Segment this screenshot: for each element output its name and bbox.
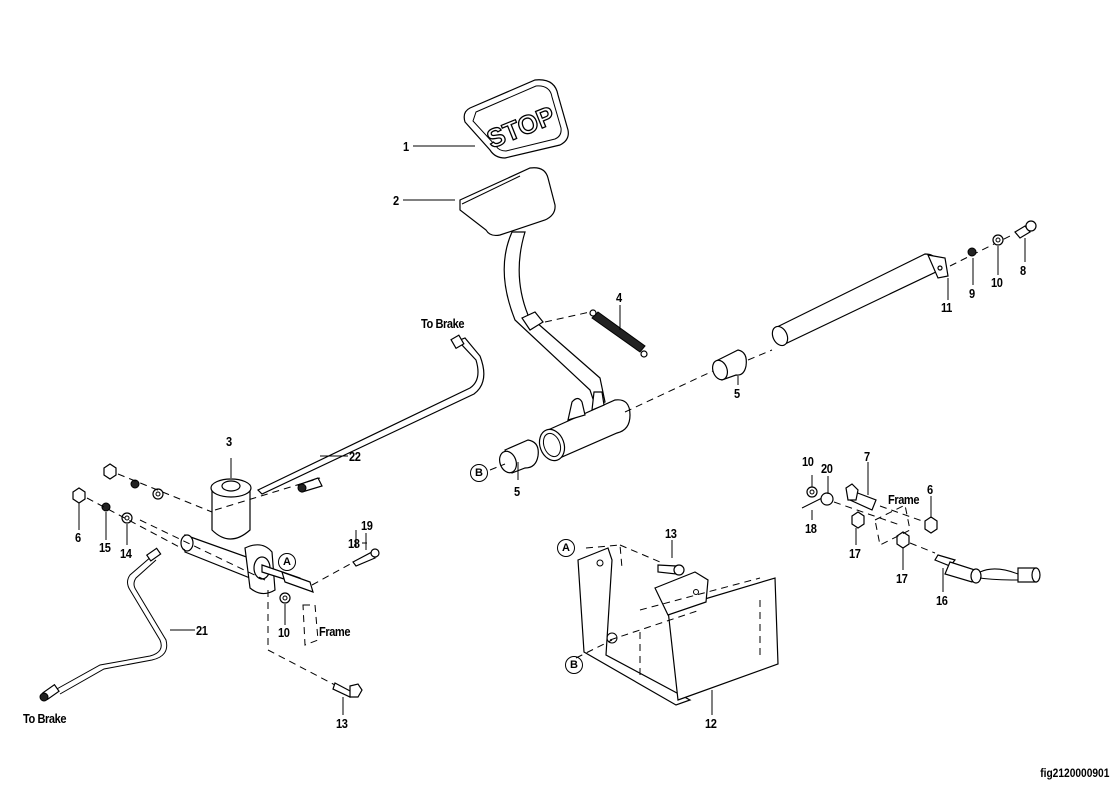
callout-1: 1 bbox=[403, 139, 409, 154]
master-cylinder bbox=[180, 478, 314, 595]
callout-3: 3 bbox=[226, 434, 232, 449]
bolt-8 bbox=[1014, 220, 1037, 239]
callout-15: 15 bbox=[99, 540, 111, 555]
callout-8: 8 bbox=[1020, 263, 1026, 278]
nut-6-right bbox=[924, 516, 938, 534]
bushing-left bbox=[498, 439, 539, 474]
pedal-pivot-tube bbox=[538, 391, 631, 462]
callout-7: 7 bbox=[864, 449, 870, 464]
nut-17-right bbox=[896, 531, 910, 549]
frame-label-left: Frame bbox=[319, 624, 351, 639]
callout-19: 19 bbox=[361, 518, 373, 533]
ref-marker-b-pedal: B bbox=[470, 464, 488, 482]
callout-18-left: 18 bbox=[348, 536, 360, 551]
ref-marker-b-bracket: B bbox=[565, 656, 583, 674]
ref-marker-a-cylinder: A bbox=[278, 553, 296, 571]
callout-2: 2 bbox=[393, 193, 399, 208]
callout-18-right: 18 bbox=[805, 521, 817, 536]
callout-10-top: 10 bbox=[991, 275, 1003, 290]
lock-washer-9 bbox=[967, 247, 977, 257]
lock-washer-15 bbox=[101, 502, 111, 512]
bolt-13-bottom bbox=[332, 682, 363, 698]
frame-label-right: Frame bbox=[888, 492, 920, 507]
hex-nut-6 bbox=[72, 487, 86, 504]
pivot-shaft bbox=[771, 253, 949, 347]
stop-pedal-pad: STOP bbox=[463, 79, 569, 159]
callout-10-right: 10 bbox=[802, 454, 814, 469]
brake-rod bbox=[256, 334, 485, 495]
washer-10-top bbox=[992, 234, 1004, 246]
frame-bracket-right bbox=[874, 504, 911, 546]
callout-11: 11 bbox=[941, 300, 952, 315]
callout-14: 14 bbox=[120, 546, 132, 561]
nut-17-left bbox=[851, 511, 865, 529]
callout-13-bottom: 13 bbox=[336, 716, 348, 731]
flat-washer-top bbox=[152, 488, 164, 500]
callout-5-right: 5 bbox=[734, 386, 740, 401]
leader-lines bbox=[78, 145, 1026, 715]
washer-10-right bbox=[806, 486, 818, 498]
callout-22: 22 bbox=[349, 449, 361, 464]
callout-6-right: 6 bbox=[927, 482, 933, 497]
callout-21: 21 bbox=[196, 623, 208, 638]
to-brake-label-top: To Brake bbox=[421, 316, 465, 331]
washer-10-left bbox=[279, 592, 291, 604]
callout-13-bracket: 13 bbox=[665, 526, 677, 541]
pin-20 bbox=[820, 492, 834, 506]
frame-bracket-left bbox=[302, 604, 319, 646]
callout-12: 12 bbox=[705, 716, 717, 731]
lock-washer-top bbox=[130, 479, 140, 489]
callout-17-right: 17 bbox=[896, 571, 908, 586]
ref-marker-a-bracket: A bbox=[557, 539, 575, 557]
bolt-19 bbox=[352, 548, 380, 567]
mounting-bracket bbox=[577, 547, 779, 706]
callout-5-left: 5 bbox=[514, 484, 520, 499]
hex-nut-top bbox=[103, 463, 117, 480]
to-brake-label-bottom: To Brake bbox=[23, 711, 67, 726]
bolt-13-bracket bbox=[657, 564, 685, 576]
callout-9: 9 bbox=[969, 286, 975, 301]
bushing-right bbox=[711, 349, 747, 381]
brake-light-switch bbox=[934, 554, 1041, 584]
callout-10-left: 10 bbox=[278, 625, 290, 640]
callout-6-left: 6 bbox=[75, 530, 81, 545]
brake-pedal-arm bbox=[459, 167, 606, 406]
callout-17-left: 17 bbox=[849, 546, 861, 561]
callout-4: 4 bbox=[616, 290, 622, 305]
brake-line bbox=[39, 547, 168, 702]
callout-16: 16 bbox=[936, 593, 948, 608]
bolt-7 bbox=[845, 483, 877, 511]
return-spring bbox=[544, 309, 648, 358]
figure-id: fig2120000901 bbox=[1039, 766, 1109, 780]
callout-20: 20 bbox=[821, 461, 833, 476]
